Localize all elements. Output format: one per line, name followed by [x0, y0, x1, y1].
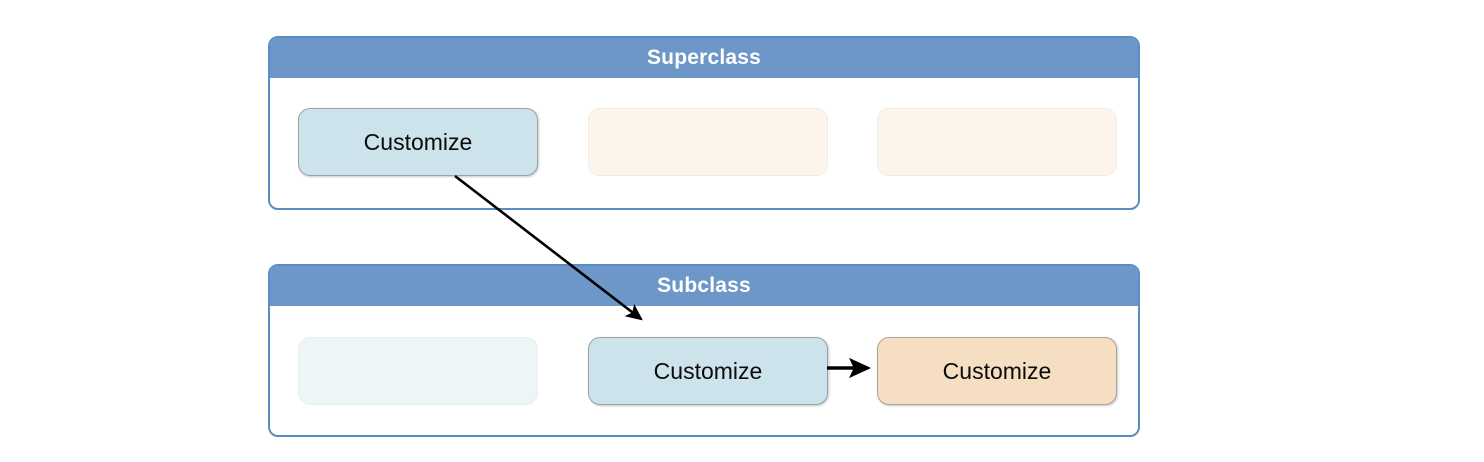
superclass-slot-0[interactable]: Customize [298, 108, 538, 176]
subclass-panel: Subclass Customize Customize [268, 264, 1140, 437]
superclass-panel-title: Superclass [270, 38, 1138, 78]
superclass-slot-2[interactable] [877, 108, 1117, 176]
subclass-slot-0[interactable] [298, 337, 538, 405]
superclass-slot-1[interactable] [588, 108, 828, 176]
superclass-slot-0-label: Customize [363, 128, 473, 155]
subclass-panel-body: Customize Customize [270, 306, 1138, 435]
subclass-slot-1-label: Customize [653, 357, 763, 384]
subclass-slot-2[interactable]: Customize [877, 337, 1117, 405]
superclass-panel-body: Customize [270, 78, 1138, 208]
superclass-panel: Superclass Customize [268, 36, 1140, 210]
subclass-slot-1[interactable]: Customize [588, 337, 828, 405]
subclass-slot-2-label: Customize [942, 357, 1052, 384]
subclass-panel-title: Subclass [270, 266, 1138, 306]
